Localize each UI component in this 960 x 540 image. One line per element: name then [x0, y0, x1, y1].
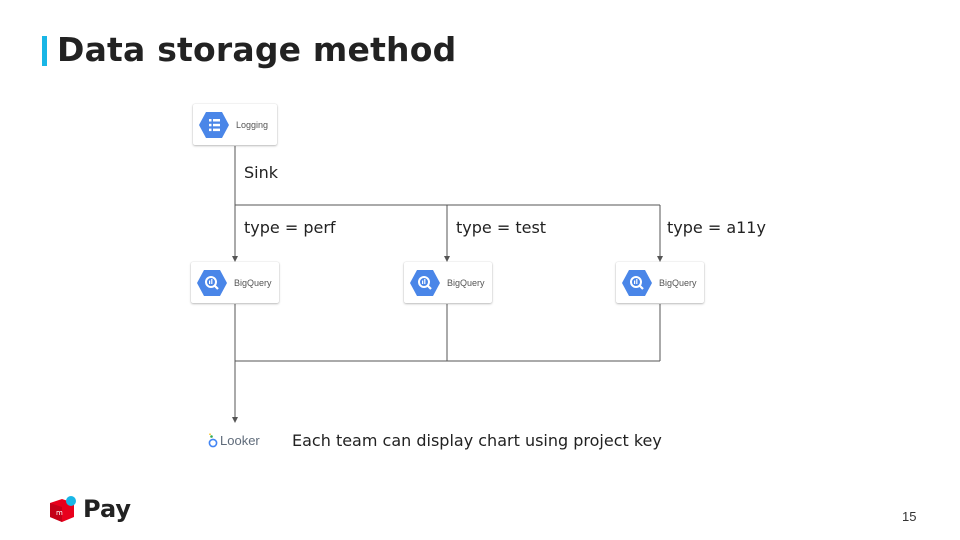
- logging-icon: [199, 111, 229, 138]
- looker-logo: Looker: [208, 433, 260, 448]
- looker-label: Looker: [220, 433, 260, 448]
- bigquery-node-test: BigQuery: [404, 262, 492, 303]
- brand-name: Pay: [83, 495, 132, 523]
- filter-label-perf: type = perf: [244, 218, 336, 237]
- bigquery-icon: [197, 269, 227, 296]
- pay-logo-icon: m: [50, 496, 76, 522]
- filter-label-test: type = test: [456, 218, 547, 237]
- bigquery-icon: [410, 269, 440, 296]
- page-title: Data storage method: [57, 30, 457, 69]
- svg-text:m: m: [56, 509, 63, 517]
- looker-caption: Each team can display chart using projec…: [292, 431, 662, 450]
- bigquery-label-perf: BigQuery: [234, 277, 272, 288]
- logging-node: Logging: [193, 104, 277, 145]
- bigquery-label-a11y: BigQuery: [659, 277, 697, 288]
- bigquery-label-test: BigQuery: [447, 277, 485, 288]
- filter-label-a11y: type = a11y: [667, 218, 766, 237]
- bigquery-node-a11y: BigQuery: [616, 262, 704, 303]
- page-number: 15: [902, 509, 917, 524]
- logging-label: Logging: [236, 119, 269, 130]
- title-accent-bar: [42, 36, 47, 66]
- bigquery-node-perf: BigQuery: [191, 262, 279, 303]
- looker-logo-icon: [208, 433, 218, 448]
- brand-logo: m Pay: [47, 494, 131, 524]
- sink-label: Sink: [244, 163, 279, 182]
- bigquery-icon: [622, 269, 652, 296]
